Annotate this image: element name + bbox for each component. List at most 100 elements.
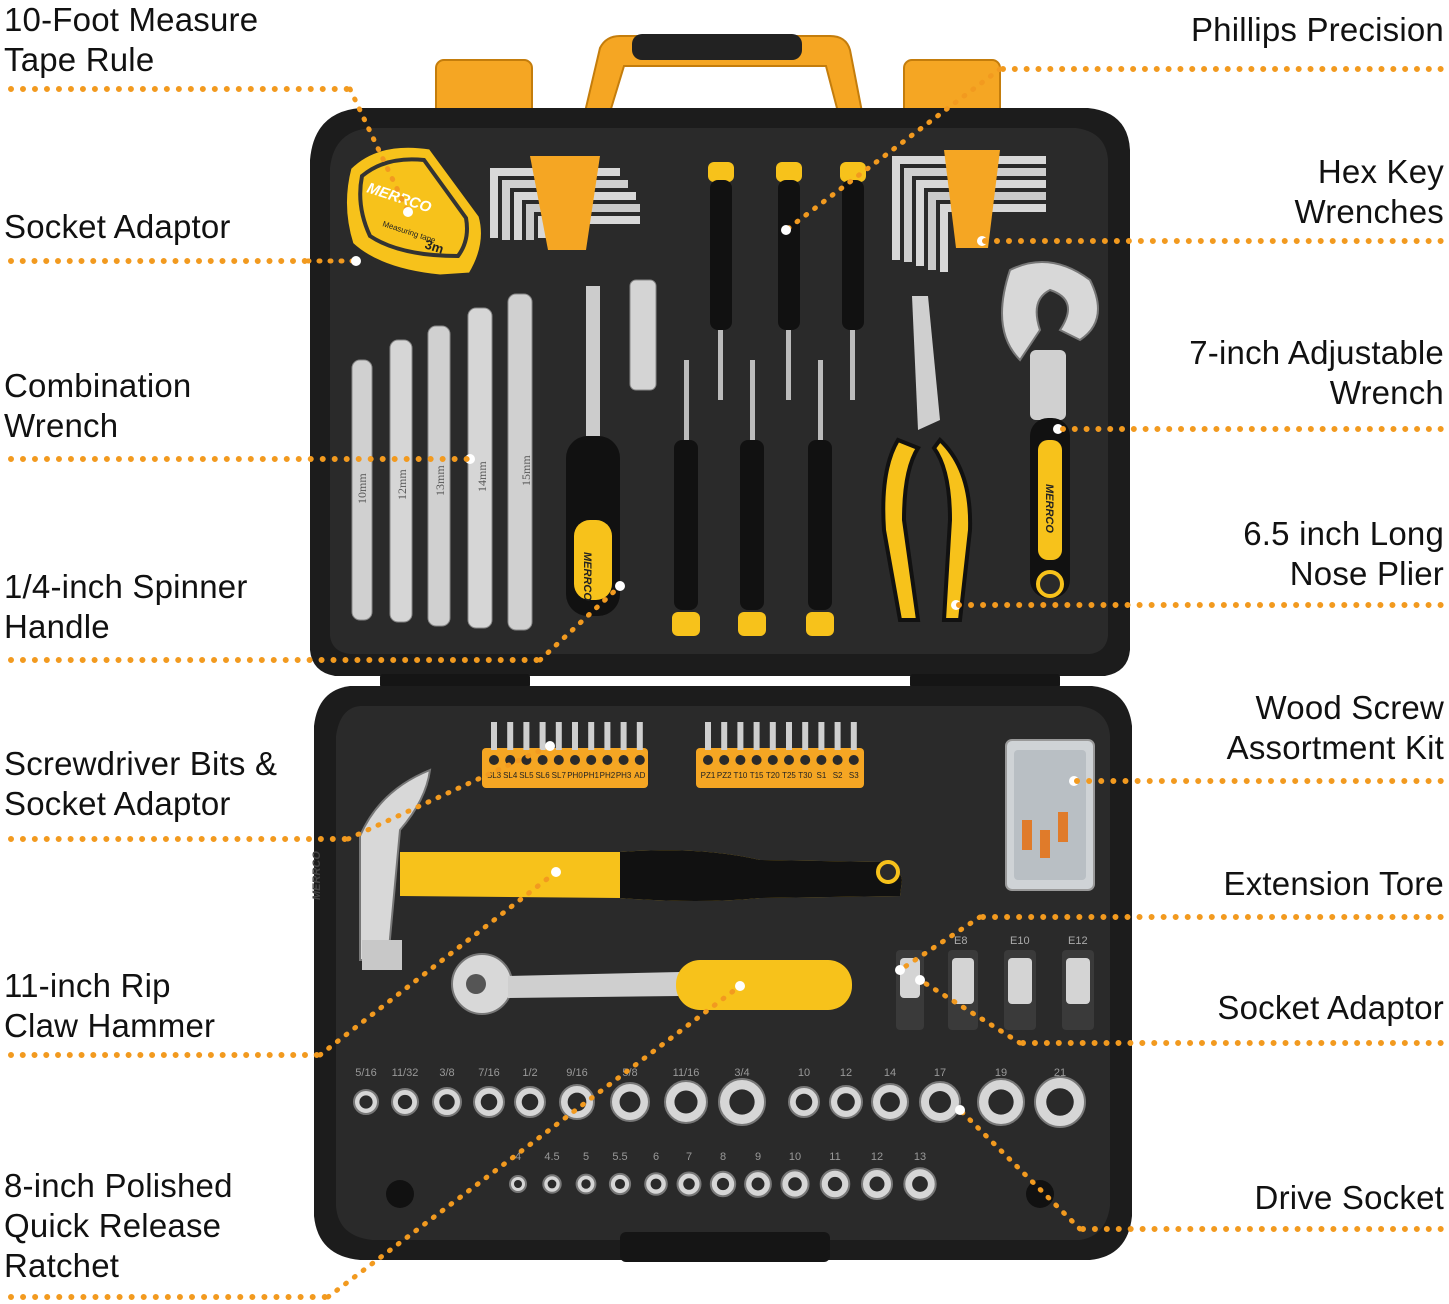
callout-right-nose-plier: 6.5 inch Long Nose Plier	[1243, 515, 1444, 592]
callout-left-spinner-handle: 1/4-inch Spinner Handle	[4, 568, 248, 645]
small-socket-bore	[547, 1179, 557, 1189]
callout-left-bits-adaptor: Screwdriver Bits & Socket Adaptor	[4, 745, 278, 822]
large-socket-bore	[619, 1091, 641, 1113]
bit-label: PH3	[616, 771, 632, 780]
bit-mark	[735, 755, 746, 765]
callout-right-wood-screw: Wood Screw Assortment Kit	[1226, 689, 1444, 766]
small-socket-bore	[514, 1180, 522, 1188]
precision-screwdrivers-top	[708, 162, 866, 400]
bit-mark	[832, 755, 843, 765]
adaptor-label-3: E12	[1068, 935, 1088, 947]
bit-tip	[737, 722, 744, 750]
adaptor-label-2: E10	[1010, 935, 1030, 947]
small-socket-size: 11	[829, 1151, 840, 1163]
bit-tip	[555, 722, 562, 750]
wrench-brand: MERRCO	[1043, 484, 1055, 533]
wrench-size-4: 14mm	[475, 461, 489, 492]
small-socket-size: 4.5	[544, 1151, 559, 1163]
small-socket-size: 9	[755, 1151, 761, 1163]
large-socket-bore	[480, 1093, 498, 1111]
bit-mark	[719, 755, 730, 765]
small-socket-size: 12	[871, 1151, 883, 1163]
large-socket-bore	[439, 1094, 455, 1110]
bit-tip	[491, 722, 497, 750]
leader-pin	[615, 581, 625, 591]
bit-mark	[586, 755, 597, 765]
leader-left-ratchet	[8, 1294, 328, 1300]
small-socket-bore	[869, 1176, 885, 1192]
wrench-size-2: 12mm	[395, 469, 409, 500]
small-socket-size: 13	[914, 1151, 926, 1163]
large-socket-bore	[1046, 1088, 1074, 1116]
large-socket-size: 10	[798, 1067, 810, 1079]
bit-tip	[802, 722, 809, 750]
bit-label: SL6	[535, 771, 550, 780]
large-socket-size: 3/4	[734, 1067, 749, 1079]
large-socket-bore	[988, 1089, 1014, 1115]
bit-label: PZ2	[717, 771, 732, 780]
leader-segment	[917, 977, 1023, 1046]
leader-right-extension	[980, 914, 1444, 920]
large-socket-size: 11/16	[673, 1067, 700, 1079]
large-socket-size: 9/16	[566, 1067, 587, 1079]
leader-left-claw-hammer	[8, 1052, 320, 1058]
callout-left-ratchet: 8-inch Polished Quick Release Ratchet	[4, 1167, 233, 1284]
combination-wrenches: 10mm 12mm 13mm 14mm 15mm	[351, 293, 533, 631]
tape-size: 3m	[423, 237, 446, 257]
leader-pin	[403, 207, 413, 217]
bit-label: AD	[634, 771, 645, 780]
large-socket-size: 14	[884, 1067, 896, 1079]
leader-segment	[897, 914, 983, 973]
leader-left-spinner-handle	[8, 657, 540, 663]
callout-right-drive-socket: Drive Socket	[1254, 1179, 1444, 1216]
bit-tip	[769, 722, 776, 750]
leader-right-drive-socket	[1080, 1226, 1444, 1232]
case-foot-right	[1026, 1180, 1054, 1208]
bit-mark	[505, 755, 516, 765]
large-socket-size: 1/2	[522, 1067, 537, 1079]
bit-label: SL4	[503, 771, 518, 780]
leader-right-phillips	[1000, 66, 1444, 72]
leader-segment	[783, 66, 1003, 233]
adaptor-label-1: E8	[954, 935, 967, 947]
hex-keys-left	[490, 156, 640, 250]
large-socket-bore	[929, 1091, 951, 1113]
large-socket-bore	[837, 1093, 855, 1111]
leader-right-nose-plier	[956, 602, 1444, 608]
bit-mark	[848, 755, 859, 765]
leader-left-combination-wrench	[8, 456, 470, 462]
large-socket-bore	[674, 1090, 698, 1114]
wrench-size-1: 10mm	[355, 473, 369, 504]
large-socket-bore	[880, 1092, 900, 1112]
bit-mark	[703, 755, 713, 765]
bit-label: SL7	[552, 771, 567, 780]
small-socket-size: 5.5	[612, 1151, 627, 1163]
bit-label: PZ1	[701, 771, 716, 780]
bit-mark	[602, 755, 613, 765]
small-socket-size: 6	[653, 1151, 659, 1163]
bit-mark	[800, 755, 811, 765]
large-socket-size: 12	[840, 1067, 852, 1079]
leader-segment	[345, 743, 553, 842]
bit-tip	[786, 722, 792, 750]
long-nose-plier	[881, 296, 973, 622]
leader-right-adjustable-wrench	[1060, 426, 1444, 432]
small-socket-size: 10	[789, 1151, 801, 1163]
leader-segment	[347, 86, 411, 215]
bit-label: T10	[734, 771, 748, 780]
small-socket-bore	[912, 1176, 928, 1192]
bit-tip	[753, 722, 760, 750]
leader-segment	[537, 583, 623, 663]
small-socket-bore	[716, 1177, 730, 1191]
leader-pin	[551, 867, 561, 877]
spinner-brand: MERRCO	[581, 552, 593, 601]
bit-mark	[751, 755, 762, 765]
large-socket-size: 7/16	[478, 1067, 499, 1079]
small-socket-bore	[788, 1177, 802, 1191]
leader-segment	[957, 1107, 1083, 1232]
callout-right-hex-keys: Hex Key Wrenches	[1294, 153, 1444, 230]
callout-right-socket-adaptor: Socket Adaptor	[1217, 989, 1444, 1026]
